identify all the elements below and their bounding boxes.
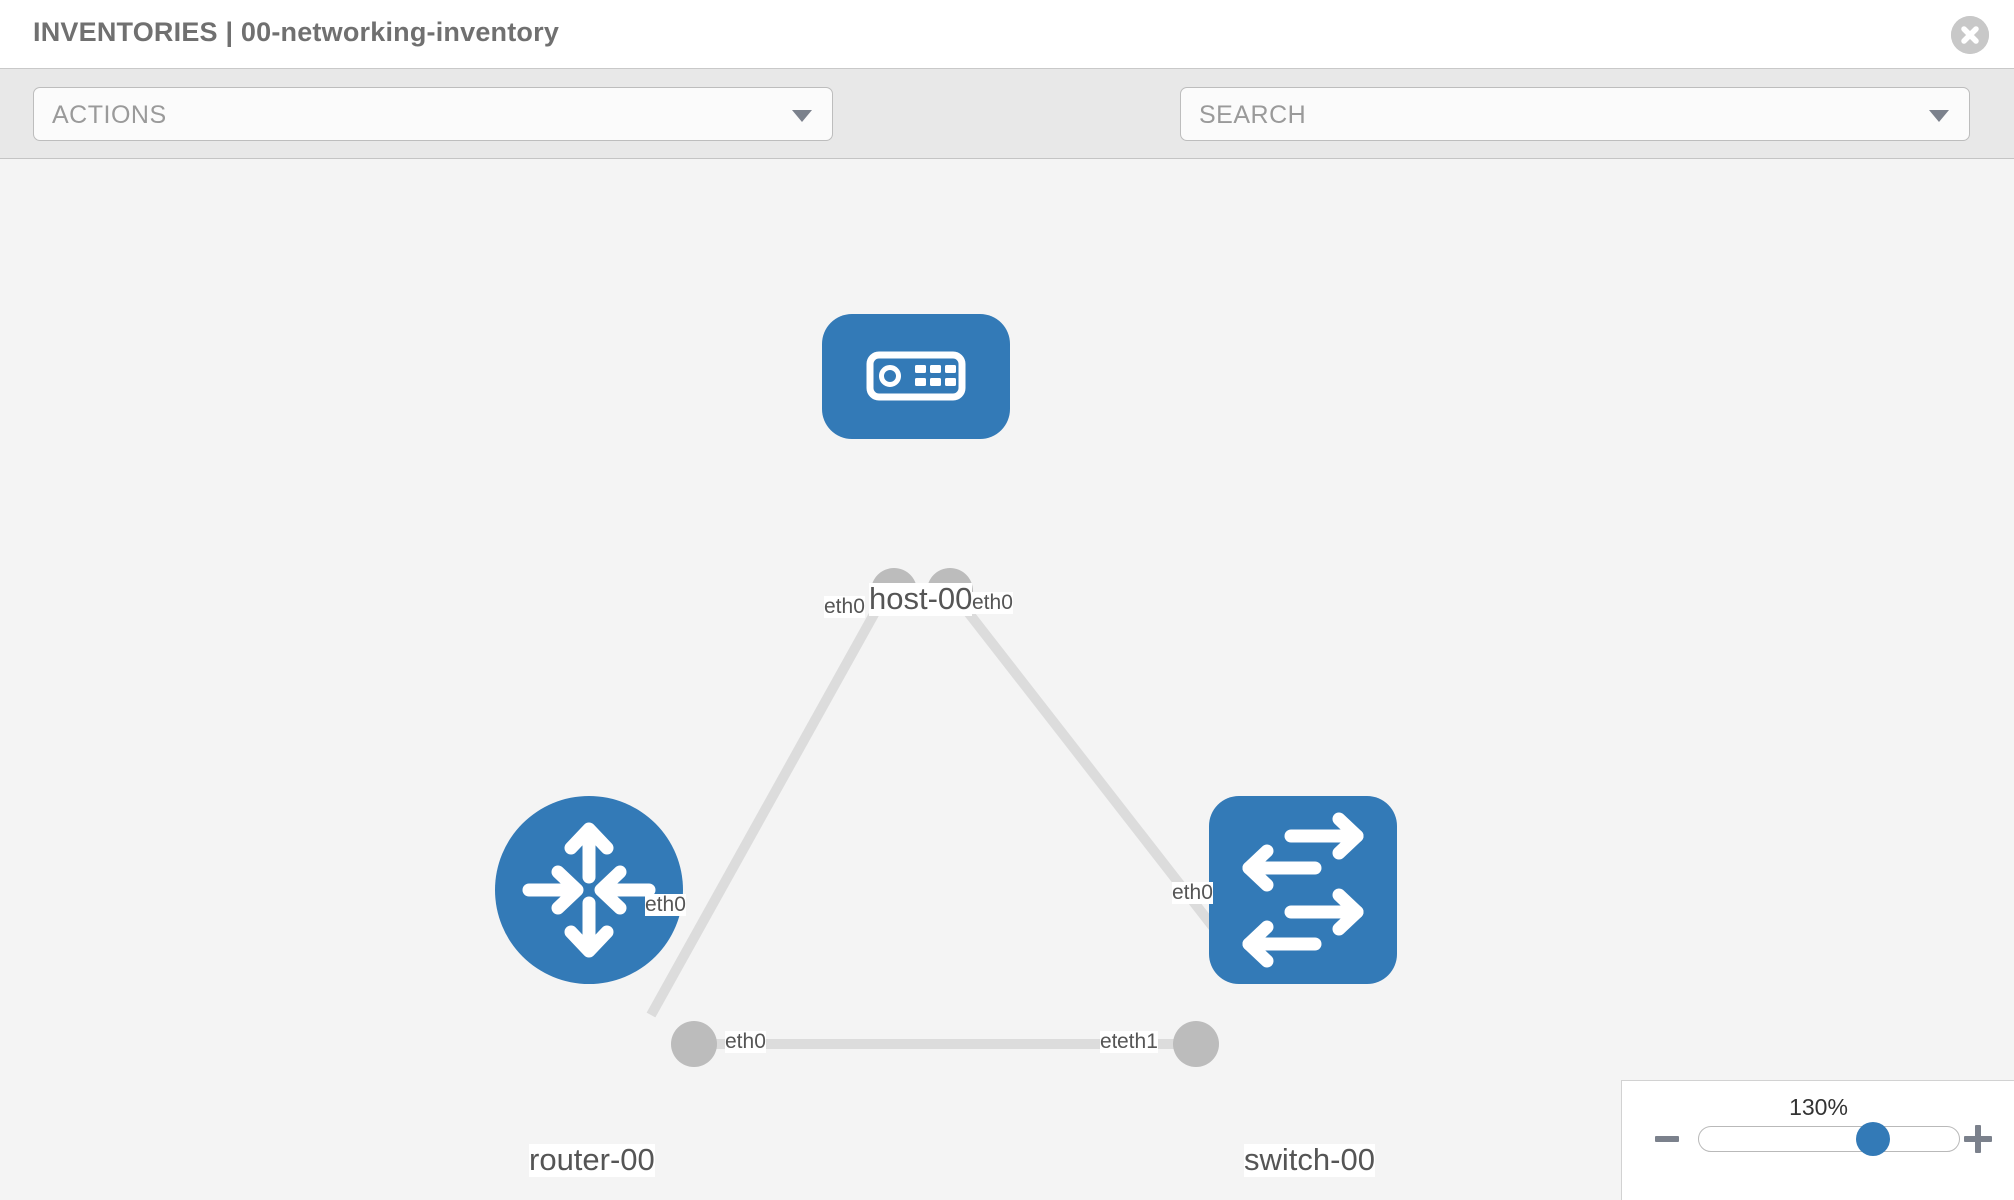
node-label-router: router-00 [529, 1142, 655, 1177]
chevron-down-icon [792, 110, 812, 122]
search-placeholder: SEARCH [1199, 101, 1307, 129]
close-button[interactable] [1951, 16, 1989, 54]
actions-dropdown[interactable]: ACTIONS [33, 87, 833, 141]
node-router-00[interactable] [495, 796, 683, 984]
page-header: INVENTORIES | 00-networking-inventory [0, 0, 2014, 69]
node-label-host: host-00 [869, 581, 973, 616]
actions-dropdown-label: ACTIONS [52, 101, 167, 129]
connector-router-right[interactable] [671, 1021, 717, 1067]
zoom-level-label: 130% [1789, 1094, 1848, 1120]
interface-label: eth0 [1172, 881, 1213, 905]
toolbar: ACTIONS SEARCH [0, 69, 2014, 195]
topology-canvas[interactable]: eth0 host-00 eth0 eth0 eth0 eth0 eth eth… [0, 159, 2014, 1200]
zoom-out-button[interactable] [1655, 1136, 1679, 1142]
edge-host-router[interactable] [646, 586, 893, 1018]
zoom-in-button[interactable] [1964, 1125, 1992, 1153]
interface-label: eth1 [1117, 1030, 1158, 1054]
close-circle-icon [1951, 16, 1989, 54]
zoom-slider[interactable] [1698, 1122, 1960, 1156]
node-host-00[interactable] [822, 314, 1010, 439]
node-switch-00[interactable] [1209, 796, 1397, 984]
page-title: INVENTORIES | 00-networking-inventory [33, 17, 560, 47]
connector-switch-left[interactable] [1173, 1021, 1219, 1067]
topology-graph [495, 314, 1397, 1067]
interface-label: eth0 [972, 591, 1013, 615]
zoom-slider-thumb[interactable] [1856, 1122, 1891, 1156]
zoom-control-panel: 130% [1621, 1080, 2014, 1200]
chevron-down-icon [1929, 110, 1949, 122]
interface-label: eth0 [645, 893, 686, 917]
search-input[interactable]: SEARCH [1180, 87, 1970, 141]
interface-label: eth0 [824, 595, 865, 619]
node-label-switch: switch-00 [1244, 1142, 1375, 1177]
interface-label: eth0 [725, 1030, 766, 1054]
